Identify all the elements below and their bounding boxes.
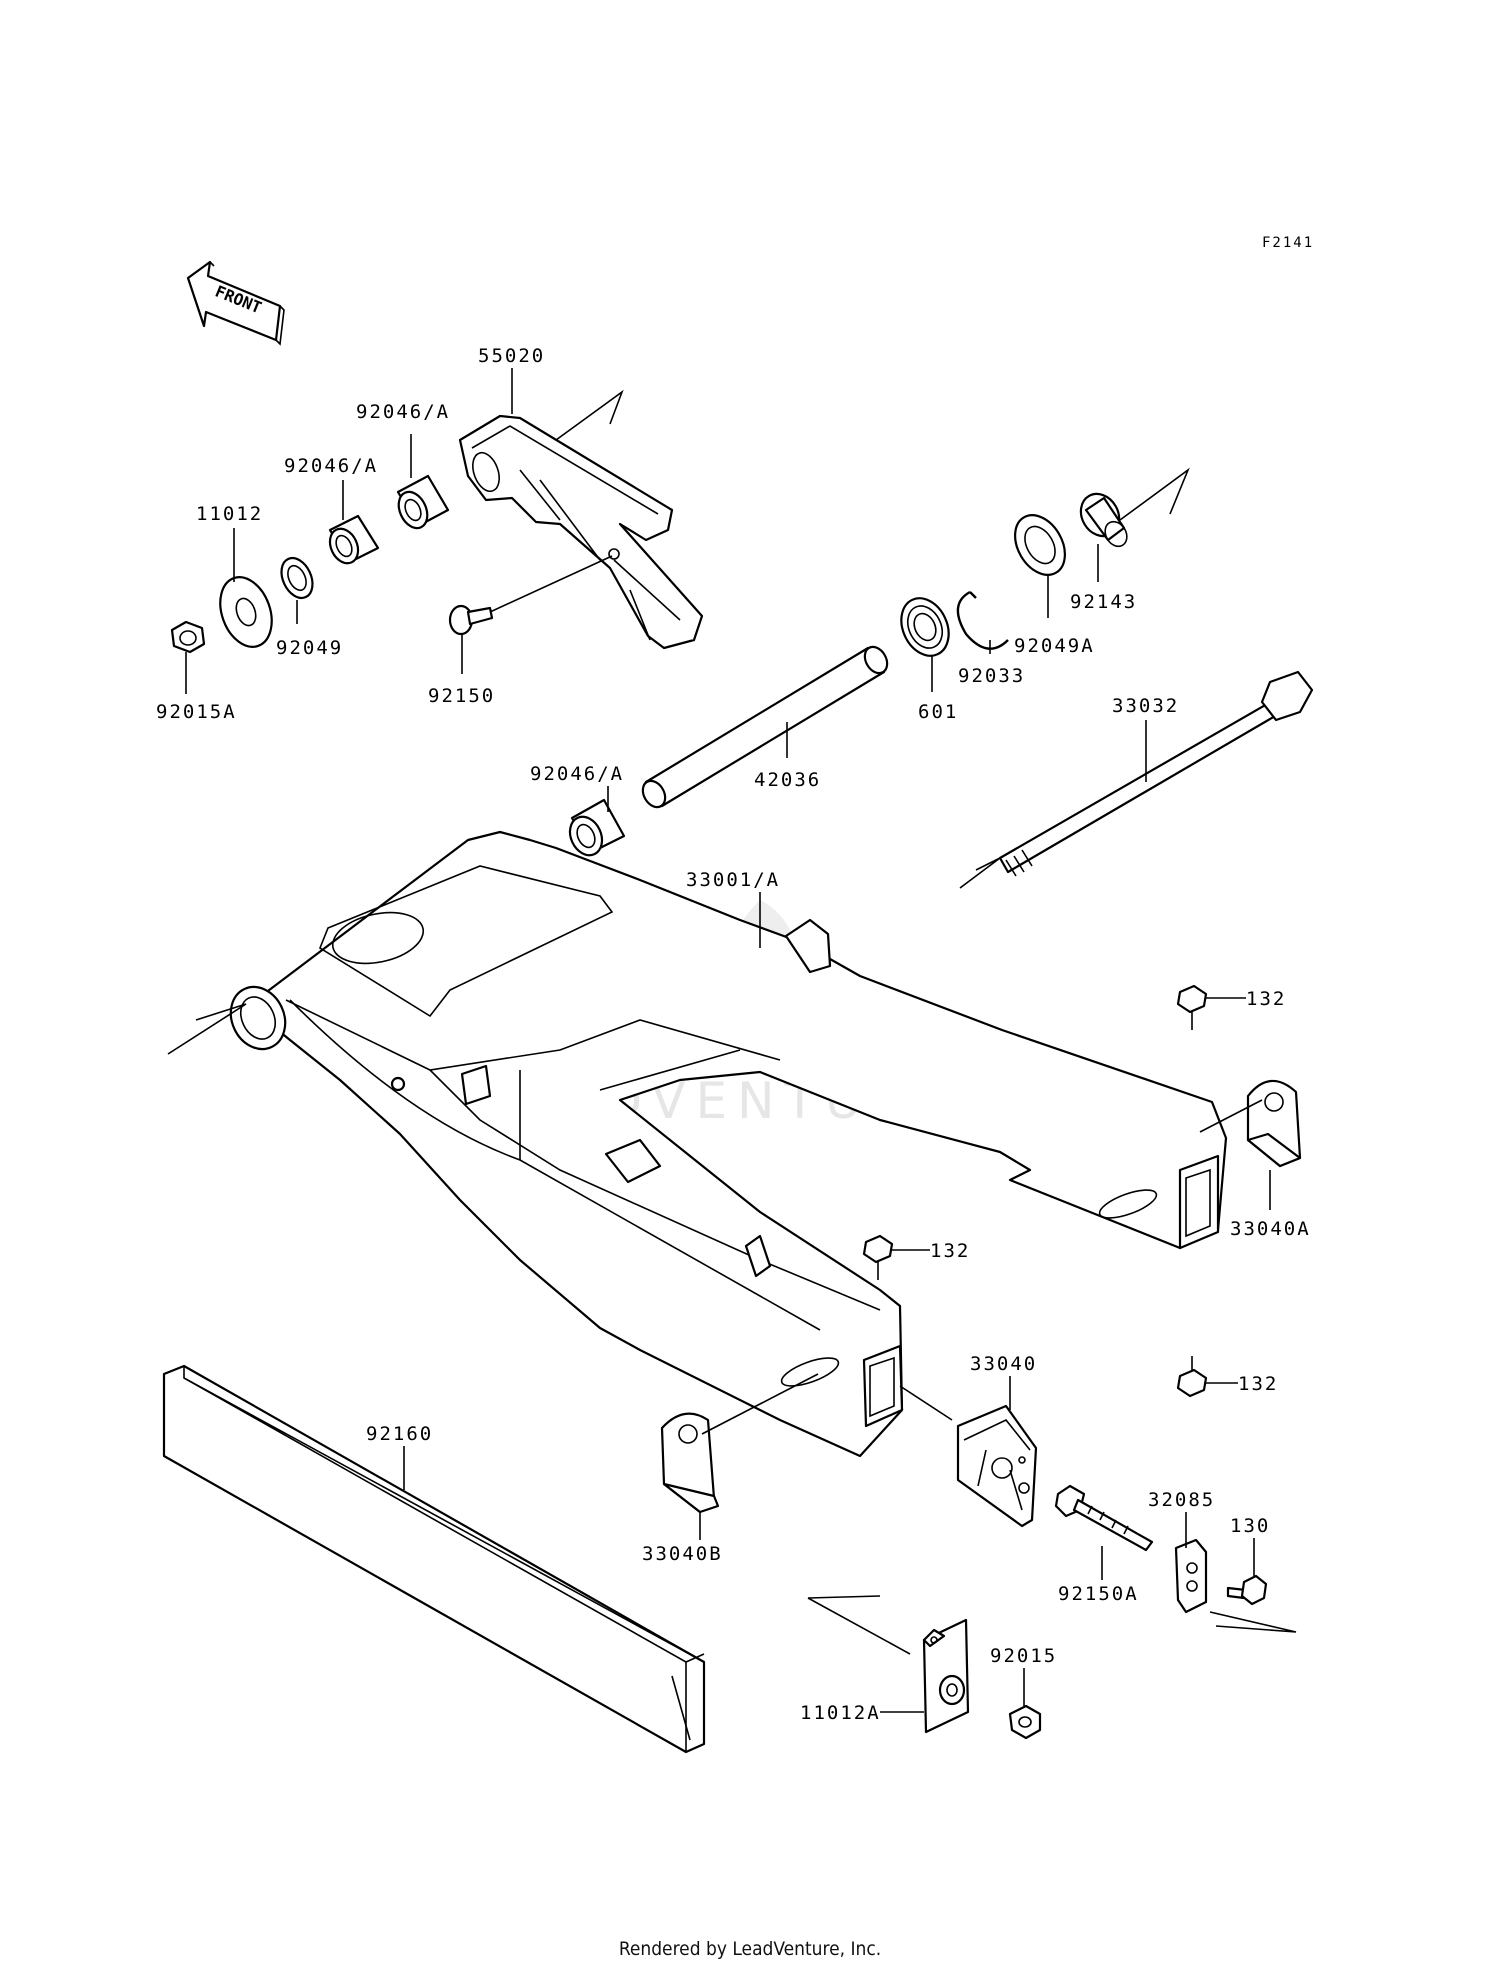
label-92150: 92150: [428, 685, 495, 707]
pivot-shaft-33032: [998, 670, 1314, 877]
bracket-33040a: [1246, 1079, 1302, 1168]
bearing-601: [900, 597, 950, 657]
bolt-92150a: [1054, 1484, 1154, 1552]
label-92033: 92033: [958, 665, 1025, 687]
label-92015a: 92015A: [156, 701, 237, 723]
bolt-130: [1226, 1574, 1268, 1606]
bearing-92046a-2: [396, 474, 450, 530]
label-132-1: 132: [1246, 988, 1286, 1010]
bearing-92046a-3: [568, 798, 626, 857]
cap-11012: [219, 576, 273, 648]
seal-92049: [280, 556, 314, 600]
diagram-code: F2141: [1262, 235, 1314, 251]
nut-92015: [1008, 1704, 1042, 1740]
bracket-33040b: [660, 1412, 720, 1514]
label-92046a-3: 92046/A: [530, 763, 624, 785]
label-130: 130: [1230, 1515, 1270, 1537]
nut-92015a: [170, 620, 206, 654]
swingarm-33001a: [229, 830, 1228, 1458]
adjuster-33040: [956, 1404, 1038, 1528]
label-92049: 92049: [276, 637, 343, 659]
label-33040b: 33040B: [642, 1543, 723, 1565]
label-11012a: 11012A: [800, 1702, 881, 1724]
circlip-92033: [956, 590, 1009, 650]
plate-32085: [1174, 1538, 1208, 1614]
label-33040a: 33040A: [1230, 1218, 1311, 1240]
render-credit: Rendered by LeadVenture, Inc.: [618, 1938, 882, 1960]
bolt-132-2: [862, 1234, 894, 1280]
bolt-132-1: [1176, 984, 1208, 1030]
cap-11012a: [922, 1618, 970, 1734]
label-601: 601: [918, 701, 958, 723]
bolt-132-3: [1176, 1356, 1208, 1398]
bearing-92046a-1: [328, 514, 380, 565]
label-132-2: 132: [930, 1240, 970, 1262]
collar-92143: [1079, 492, 1128, 548]
label-11012: 11012: [196, 503, 263, 525]
chain-guide-55020: [458, 414, 704, 650]
label-33001a: 33001/A: [686, 869, 780, 891]
label-33040: 33040: [970, 1353, 1037, 1375]
label-92049a: 92049A: [1014, 635, 1095, 657]
seal-92049a: [1014, 514, 1066, 576]
chain-slider-92160: [162, 1364, 706, 1754]
label-92046a-1: 92046/A: [356, 401, 450, 423]
label-92150a: 92150A: [1058, 1583, 1139, 1605]
label-42036: 42036: [754, 769, 821, 791]
label-32085: 32085: [1148, 1489, 1215, 1511]
sleeve-42036: [641, 645, 889, 809]
label-92046a-2: 92046/A: [284, 455, 378, 477]
label-92015: 92015: [990, 1645, 1057, 1667]
label-92143: 92143: [1070, 591, 1137, 613]
screw-92150: [448, 604, 494, 636]
label-92160: 92160: [366, 1423, 433, 1445]
label-33032: 33032: [1112, 695, 1179, 717]
front-direction-arrow-icon: FRONT: [186, 260, 285, 346]
label-132-3: 132: [1238, 1373, 1278, 1395]
label-55020: 55020: [478, 345, 545, 367]
leader-lines: [167, 368, 1297, 1713]
